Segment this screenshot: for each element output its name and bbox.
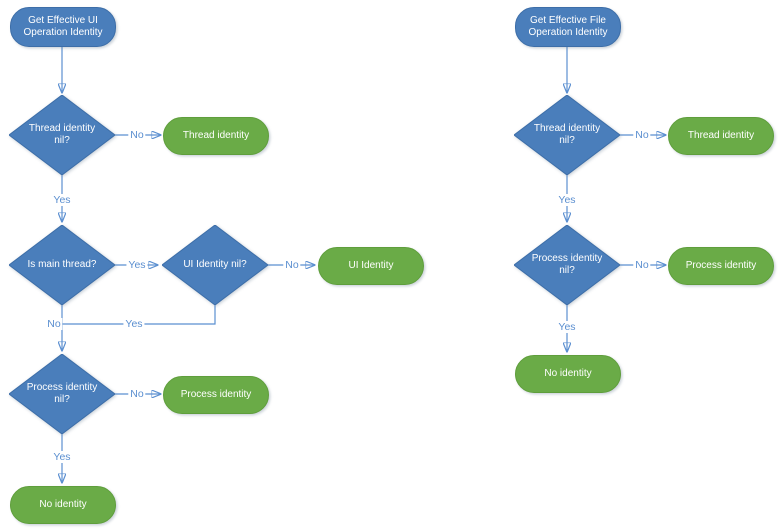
ui-thread-identity-label: Thread identity xyxy=(182,130,250,141)
ui-edge-label-uinil-no: No xyxy=(283,259,301,271)
ui-identity-result: UI Identity xyxy=(318,247,424,285)
ui-identity-result-label: UI Identity xyxy=(348,260,394,271)
file-process-identity-label: Process identity xyxy=(685,260,757,271)
ui-is-main-thread-decision: Is main thread? xyxy=(9,225,115,305)
file-no-identity-label: No identity xyxy=(544,368,592,379)
ui-identity-nil-label: UI Identity nil? xyxy=(183,259,247,270)
file-process-nil-label: Process identity nil? xyxy=(531,253,603,276)
file-edge-label-thread-nil-yes: Yes xyxy=(556,194,578,206)
ui-start-label: Get Effective UI Operation Identity xyxy=(23,15,103,38)
ui-thread-identity-result: Thread identity xyxy=(163,117,269,155)
ui-process-nil-decision: Process identity nil? xyxy=(9,354,115,434)
diamond-shape xyxy=(9,225,115,305)
file-start-node: Get Effective File Operation Identity xyxy=(515,7,621,47)
diamond-shape xyxy=(514,95,620,175)
ui-thread-nil-decision: Thread identity nil? xyxy=(9,95,115,175)
ui-no-identity-result: No identity xyxy=(10,486,116,524)
ui-no-identity-label: No identity xyxy=(39,499,87,510)
diamond-shape xyxy=(9,354,115,434)
file-edge-label-process-nil-yes: Yes xyxy=(556,321,578,333)
file-thread-nil-decision: Thread identity nil? xyxy=(514,95,620,175)
file-thread-nil-label: Thread identity nil? xyxy=(533,123,601,146)
ui-identity-nil-decision: UI Identity nil? xyxy=(162,225,268,305)
ui-edge-label-thread-nil-no: No xyxy=(128,129,146,141)
ui-edge-label-ismain-no: No xyxy=(45,318,63,330)
diamond-shape xyxy=(162,225,268,305)
ui-edge-label-ismain-yes: Yes xyxy=(126,259,148,271)
ui-process-nil-label: Process identity nil? xyxy=(26,382,98,405)
file-thread-identity-label: Thread identity xyxy=(687,130,755,141)
ui-edge-label-process-nil-yes: Yes xyxy=(51,451,73,463)
diamond-shape xyxy=(9,95,115,175)
ui-edge-label-uinil-yes: Yes xyxy=(123,318,145,330)
ui-thread-nil-label: Thread identity nil? xyxy=(28,123,96,146)
file-thread-identity-result: Thread identity xyxy=(668,117,774,155)
file-process-identity-result: Process identity xyxy=(668,247,774,285)
ui-process-identity-result: Process identity xyxy=(163,376,269,414)
ui-edge-label-process-nil-no: No xyxy=(128,388,146,400)
ui-edge-label-thread-nil-yes: Yes xyxy=(51,194,73,206)
file-edge-label-process-nil-no: No xyxy=(633,259,651,271)
file-process-nil-decision: Process identity nil? xyxy=(514,225,620,305)
file-edge-label-thread-nil-no: No xyxy=(633,129,651,141)
file-no-identity-result: No identity xyxy=(515,355,621,393)
ui-is-main-thread-label: Is main thread? xyxy=(27,259,97,270)
diamond-shape xyxy=(514,225,620,305)
ui-process-identity-label: Process identity xyxy=(180,389,252,400)
file-start-label: Get Effective File Operation Identity xyxy=(528,15,608,38)
ui-start-node: Get Effective UI Operation Identity xyxy=(10,7,116,47)
